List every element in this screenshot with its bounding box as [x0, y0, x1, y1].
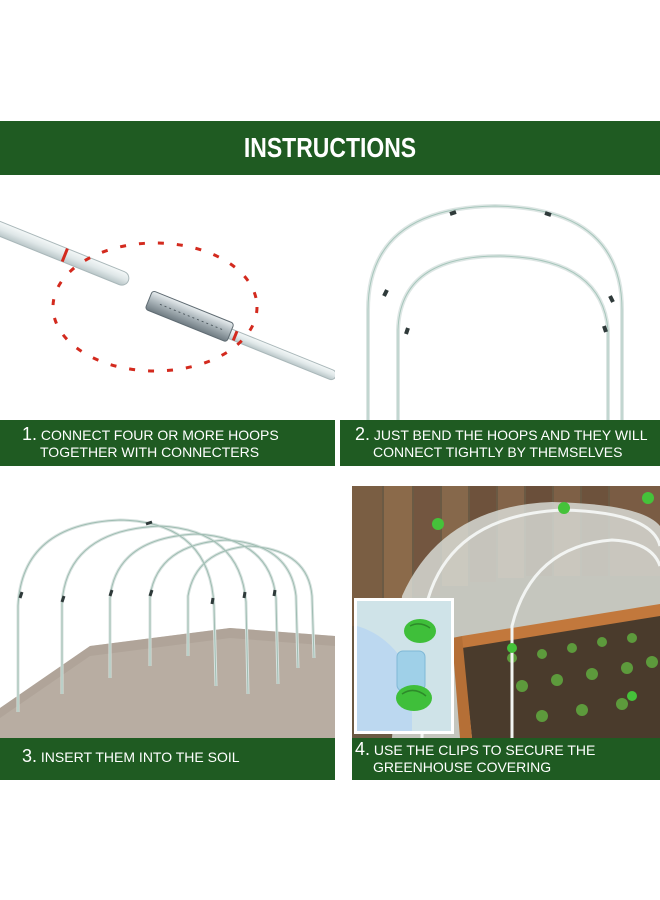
hoops-in-soil-image — [0, 518, 335, 738]
step-text-line1: JUST BEND THE HOOPS AND THEY WILL — [373, 427, 648, 443]
step-text-line1: USE THE CLIPS TO SECURE THE — [373, 742, 596, 758]
step-number: 1. — [22, 424, 38, 444]
step-1-caption: 1. CONNECT FOUR OR MORE HOOPS TOGETHER W… — [0, 420, 335, 466]
step-text-line2: CONNECT TIGHTLY BY THEMSELVES — [373, 444, 623, 460]
step-4-photo — [352, 486, 660, 738]
connector-pipes-image — [0, 220, 335, 381]
title-banner: INSTRUCTIONS — [0, 121, 660, 175]
step-number: 2. — [355, 424, 371, 444]
step-text-line2: GREENHOUSE COVERING — [373, 759, 552, 775]
step-text-line1: INSERT THEM INTO THE SOIL — [40, 749, 240, 765]
step-2-illustration — [340, 190, 660, 420]
bent-hoops-image — [366, 203, 624, 420]
step-4-caption: 4. USE THE CLIPS TO SECURE THE GREENHOUS… — [352, 738, 660, 780]
step-3-caption: 3. INSERT THEM INTO THE SOIL — [0, 738, 335, 780]
step-2-caption: 2. JUST BEND THE HOOPS AND THEY WILL CON… — [340, 420, 660, 466]
step-text-line2: TOGETHER WITH CONNECTERS — [40, 444, 260, 460]
greenhouse-covering-image — [352, 486, 660, 738]
step-1-illustration — [0, 190, 335, 420]
step-number: 3. — [22, 746, 38, 766]
page-title: INSTRUCTIONS — [243, 132, 417, 163]
step-number: 4. — [355, 739, 371, 759]
step-3-illustration — [0, 486, 335, 738]
step-text-line1: CONNECT FOUR OR MORE HOOPS — [40, 427, 279, 443]
